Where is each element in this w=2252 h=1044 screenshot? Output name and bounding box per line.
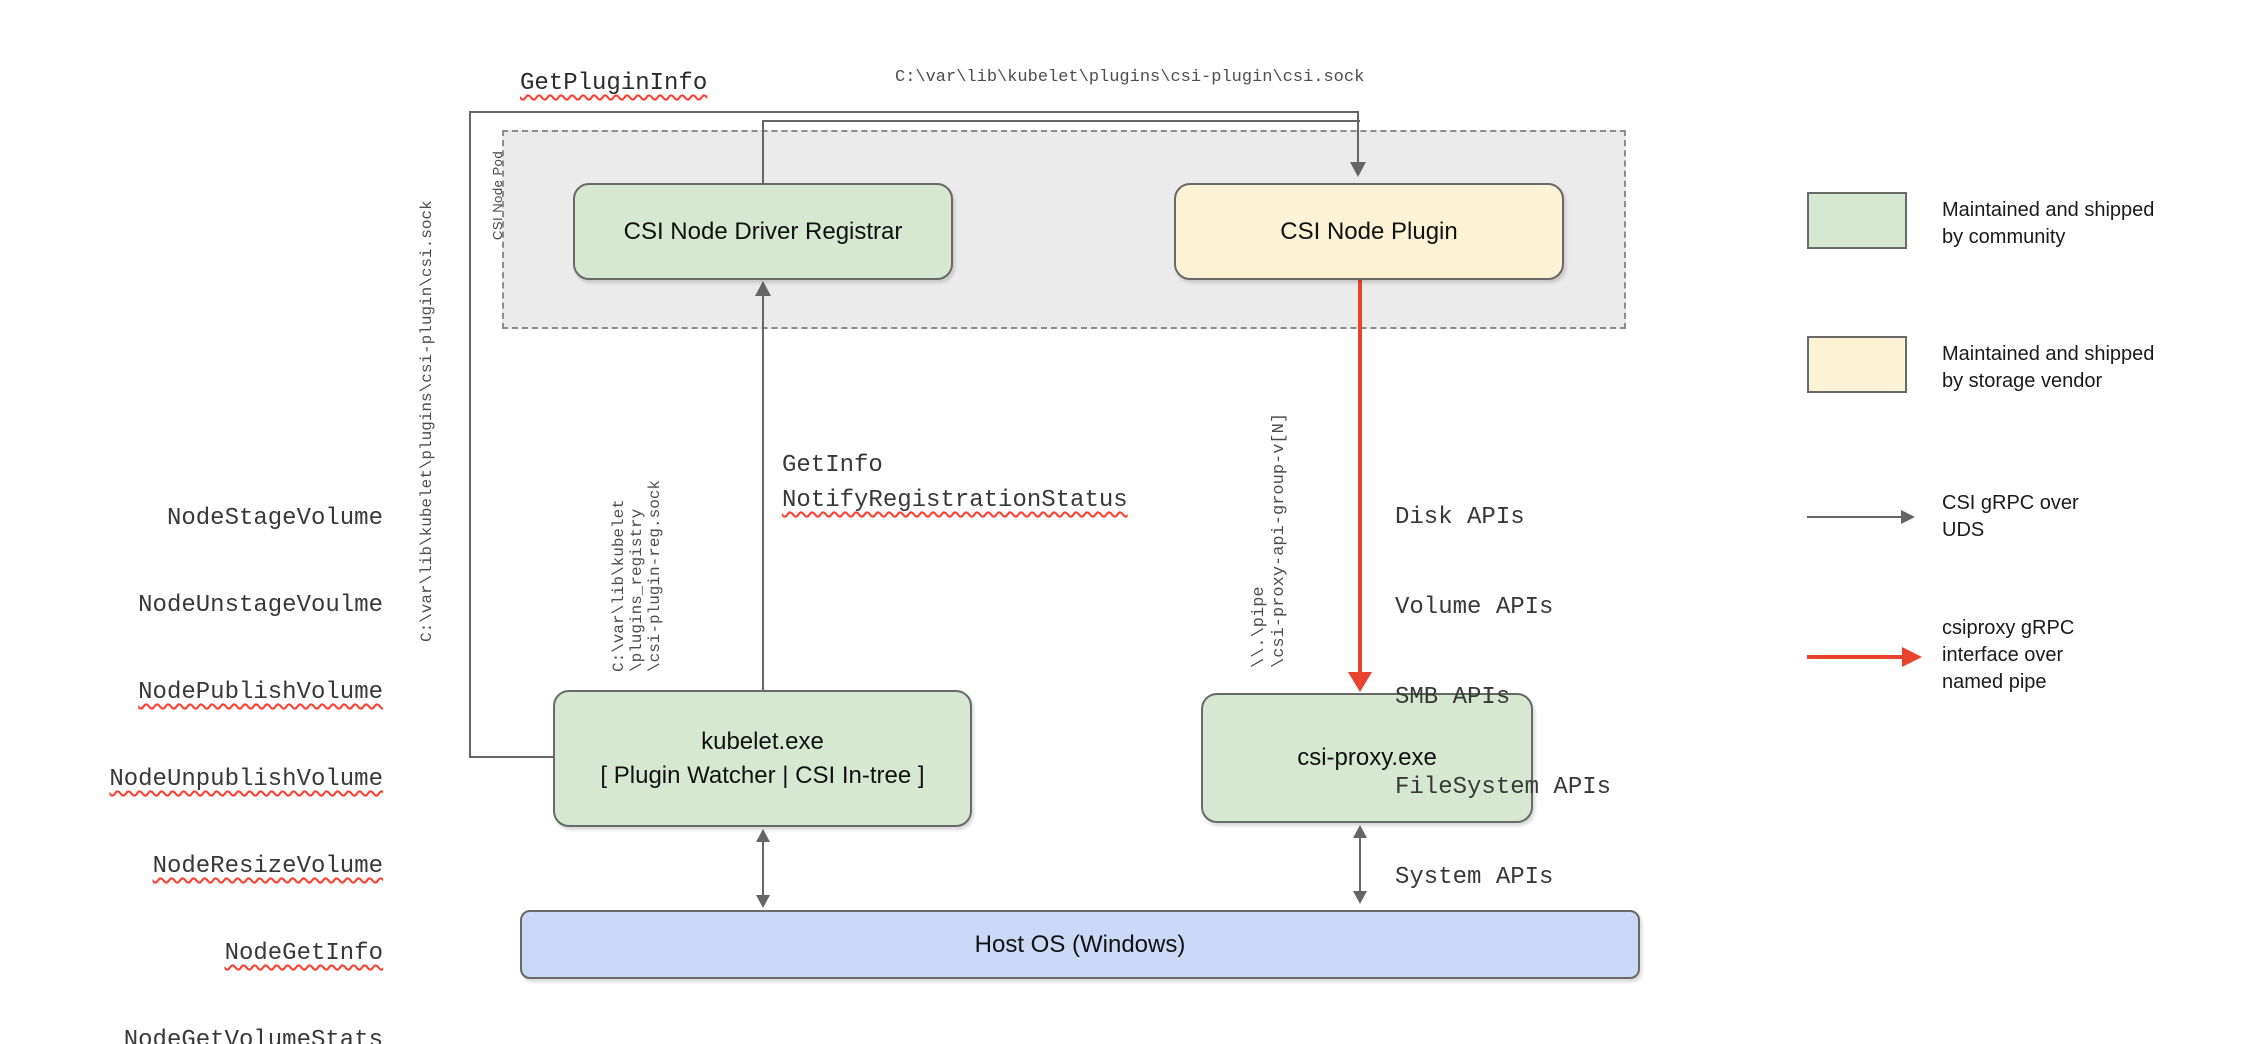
- uds-socket-path-top-label: C:\var\lib\kubelet\plugins\csi-plugin\cs…: [895, 68, 1365, 87]
- proxy-api-item: FileSystem APIs: [1395, 774, 1612, 801]
- uds-path-kubelet-connector: [469, 756, 555, 758]
- node-rpc-item: NodeStageVolume: [166, 505, 383, 532]
- legend-community-text: Maintained and shipped by community: [1942, 199, 2155, 248]
- legend-vendor-swatch: [1807, 336, 1907, 393]
- legend-uds-arrow-line: [1807, 516, 1903, 518]
- csi-node-plugin-box: CSI Node Plugin: [1174, 183, 1564, 280]
- csi-node-driver-registrar-box: CSI Node Driver Registrar: [573, 183, 953, 280]
- csi-proxy-box: csi-proxy.exe: [1201, 693, 1533, 823]
- node-rpc-item: NodeGetVolumeStats: [123, 1027, 383, 1044]
- kubelet-hostos-arrowhead-up: [756, 829, 770, 842]
- kubelet-hostos-arrowhead-down: [756, 895, 770, 908]
- uds-path-top-inner-line: [763, 120, 1360, 122]
- legend-pipe-arrow-line: [1807, 655, 1905, 659]
- csi-proxy-label: csi-proxy.exe: [1297, 744, 1437, 771]
- node-rpc-item: NodeUnpublishVolume: [109, 766, 383, 793]
- registration-rpc-labels: GetInfo NotifyRegistrationStatus: [782, 448, 1128, 518]
- legend-pipe-arrowhead: [1902, 647, 1922, 667]
- proxy-api-item: System APIs: [1395, 864, 1554, 891]
- uds-path-plugin-drop-line: [1357, 111, 1359, 163]
- registrar-top-connector: [762, 120, 764, 183]
- get-plugin-info-label: GetPluginInfo: [520, 70, 708, 97]
- node-rpc-item: NodePublishVolume: [138, 679, 383, 706]
- kubelet-label: kubelet.exe: [701, 727, 824, 755]
- legend-community-swatch: [1807, 192, 1907, 249]
- proxy-api-item: SMB APIs: [1395, 684, 1511, 711]
- named-pipe-line: [1358, 280, 1362, 673]
- proxy-hostos-arrowhead-down: [1353, 891, 1367, 904]
- proxy-api-list: Disk APIs Volume APIs SMB APIs FileSyste…: [1395, 443, 1611, 953]
- proxy-api-item: Disk APIs: [1395, 504, 1525, 531]
- kubelet-hostos-line: [762, 841, 764, 897]
- registry-socket-path-label: C:\var\lib\kubelet \plugins_registry \cs…: [610, 479, 664, 672]
- csi-node-pod-label: CSI Node Pod: [490, 150, 505, 240]
- proxy-hostos-line: [1359, 837, 1361, 893]
- legend-uds-text: CSI gRPC over UDS: [1942, 492, 2079, 541]
- csi-node-driver-registrar-label: CSI Node Driver Registrar: [623, 217, 903, 245]
- kubelet-box: kubelet.exe [ Plugin Watcher | CSI In-tr…: [553, 690, 972, 827]
- notify-registration-status-label: NotifyRegistrationStatus: [782, 487, 1128, 514]
- legend-pipe-text: csiproxy gRPC interface over named pipe: [1942, 617, 2075, 693]
- host-os-label: Host OS (Windows): [974, 930, 1186, 958]
- registration-path-line: [762, 296, 764, 690]
- node-rpc-item: NodeGetInfo: [224, 940, 383, 967]
- get-info-label: GetInfo: [782, 452, 883, 479]
- uds-path-left-line: [469, 111, 471, 758]
- arrowhead-into-csi-proxy: [1348, 672, 1372, 692]
- node-rpc-item: NodeResizeVolume: [152, 853, 383, 880]
- named-pipe-path-label: \\.\pipe \csi-proxy-api-group-v[N]: [1250, 412, 1289, 668]
- csi-node-plugin-label: CSI Node Plugin: [1280, 217, 1458, 245]
- uds-socket-path-left-label: C:\var\lib\kubelet\plugins\csi-plugin\cs…: [418, 200, 436, 642]
- legend-uds-arrowhead: [1901, 510, 1915, 524]
- proxy-api-item: Volume APIs: [1395, 594, 1554, 621]
- node-rpc-list: NodeStageVolume NodeUnstageVoulme NodePu…: [85, 446, 383, 1044]
- uds-path-top-outer-line: [470, 111, 1359, 113]
- arrowhead-into-csi-node-plugin: [1350, 162, 1366, 177]
- legend-vendor-text: Maintained and shipped by storage vendor: [1942, 343, 2155, 392]
- host-os-box: Host OS (Windows): [520, 910, 1640, 979]
- kubelet-sublabel: [ Plugin Watcher | CSI In-tree ]: [600, 761, 925, 789]
- proxy-hostos-arrowhead-up: [1353, 825, 1367, 838]
- arrowhead-into-registrar: [755, 281, 771, 296]
- node-rpc-item: NodeUnstageVoulme: [138, 592, 383, 619]
